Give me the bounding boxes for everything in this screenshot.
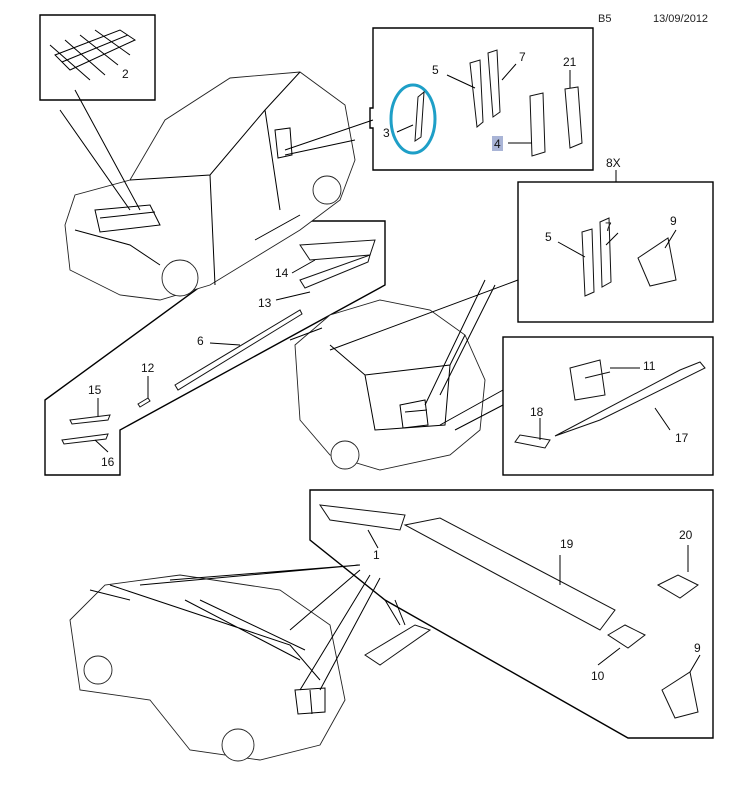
part-6-shape — [174, 309, 303, 391]
part-20-shape — [656, 574, 699, 599]
detail-box-pillar-decals — [369, 27, 594, 171]
part-9a-shape — [637, 237, 677, 287]
callout-4[interactable]: 4 — [494, 137, 501, 151]
detail-box-stripe-kit — [309, 489, 714, 739]
page-code: B5 — [598, 13, 611, 25]
page-date: 13/09/2012 — [653, 13, 708, 25]
callout-21[interactable]: 21 — [563, 55, 577, 69]
part-9b-shape — [661, 671, 699, 719]
part-trim-shape — [364, 624, 432, 666]
highlight-circle — [389, 83, 437, 155]
roof-decal-part — [49, 29, 137, 81]
part-18-shape — [514, 434, 551, 449]
callout-18[interactable]: 18 — [530, 405, 544, 419]
callout-9b[interactable]: 9 — [694, 641, 701, 655]
car-rear-view — [289, 279, 519, 471]
callout-8x[interactable]: 8X — [606, 156, 621, 170]
part-7-shape — [487, 49, 501, 118]
callout-14[interactable]: 14 — [275, 266, 289, 280]
detail-box-rear-pillar — [517, 181, 714, 323]
part-5-shape — [469, 59, 484, 128]
part-12-shape — [137, 397, 151, 408]
callout-7b[interactable]: 7 — [605, 220, 612, 234]
callout-17[interactable]: 17 — [675, 431, 689, 445]
car-front-view — [59, 71, 374, 301]
part-11-shape — [569, 359, 611, 401]
car-stripe-view — [69, 564, 406, 762]
callout-11[interactable]: 11 — [643, 359, 656, 373]
detail-box-rear-decals — [502, 336, 714, 476]
callout-7[interactable]: 7 — [519, 50, 526, 64]
part-15-shape — [69, 414, 111, 425]
part-4-shape — [529, 92, 546, 157]
part-17-shape — [554, 361, 706, 437]
callout-20[interactable]: 20 — [679, 528, 693, 542]
part-16-shape — [61, 433, 109, 445]
part-13-shape — [299, 254, 371, 289]
callout-2[interactable]: 2 — [122, 67, 129, 81]
callout-6[interactable]: 6 — [197, 334, 204, 348]
callout-1[interactable]: 1 — [373, 548, 380, 562]
part-7b-shape — [599, 217, 612, 288]
part-19-shape — [403, 517, 616, 631]
callout-4-highlight — [492, 136, 503, 151]
callout-10[interactable]: 10 — [591, 669, 605, 683]
callout-16[interactable]: 16 — [101, 455, 115, 469]
callout-12[interactable]: 12 — [141, 361, 155, 375]
callout-9a[interactable]: 9 — [670, 214, 677, 228]
part-3-shape — [414, 90, 425, 142]
detail-box-roof-decal — [39, 14, 156, 101]
part-1-shape — [318, 504, 406, 531]
part-21-shape — [564, 86, 583, 149]
callout-5[interactable]: 5 — [432, 63, 439, 77]
callout-15[interactable]: 15 — [88, 383, 102, 397]
callout-13[interactable]: 13 — [258, 296, 272, 310]
callout-3[interactable]: 3 — [383, 126, 390, 140]
callout-19[interactable]: 19 — [560, 537, 574, 551]
part-5b-shape — [581, 228, 595, 297]
callout-5b[interactable]: 5 — [545, 230, 552, 244]
part-10-shape — [607, 624, 646, 649]
